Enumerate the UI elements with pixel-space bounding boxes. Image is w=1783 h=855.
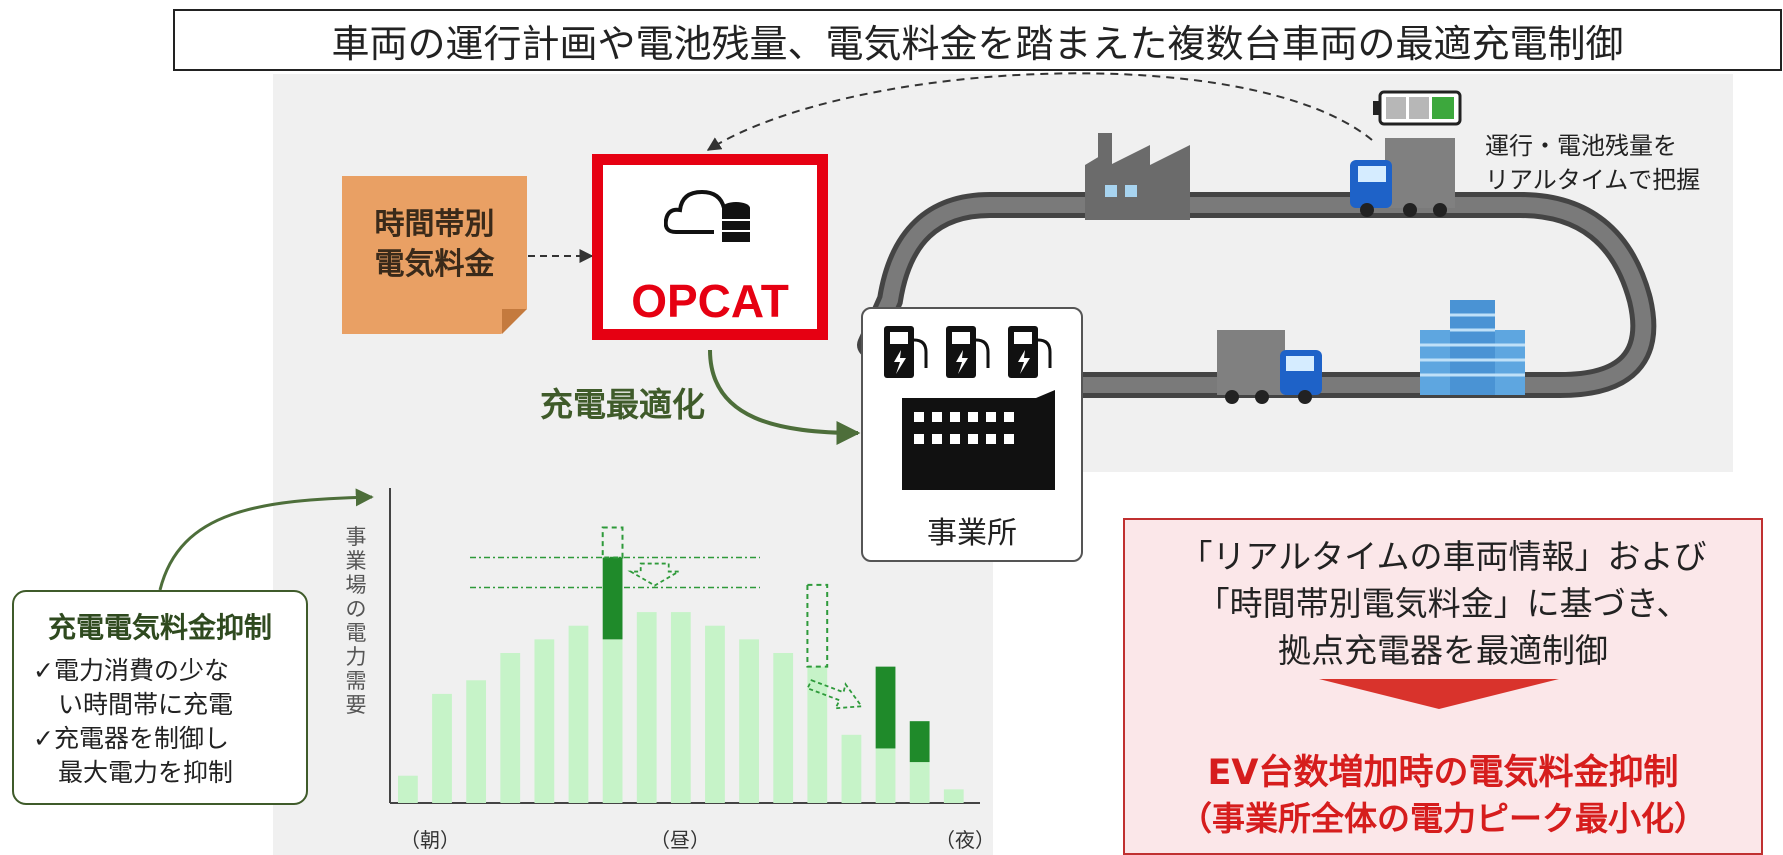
bar-base: [602, 639, 623, 803]
ev-charger-icon: [884, 326, 928, 378]
bar-added-charging: [875, 666, 896, 749]
opcat-box: [592, 154, 828, 340]
bar-base: [670, 612, 691, 803]
load-shift-arrow: [806, 679, 864, 710]
bar-added-charging: [602, 557, 623, 640]
result-subline: （事業所全体の電力ピーク最小化）: [1179, 799, 1707, 838]
bar-base: [841, 734, 862, 803]
page-title: 車両の運行計画や電池残量、電気料金を踏まえた複数台車両の最適充電制御: [331, 21, 1624, 66]
optimization-arrow: [708, 349, 861, 445]
bar-peak-cut-outline: [601, 526, 624, 559]
office-building-icon: [902, 390, 1055, 490]
side-note-box: [12, 590, 308, 805]
side-note-title: 充電電気料金抑制: [47, 611, 272, 644]
ev-charger-icon: [1008, 326, 1052, 378]
truck-icon: [1217, 330, 1322, 404]
battery-icon: [1373, 90, 1462, 126]
price-input-note: [342, 176, 527, 334]
peak-reduction-arrow: [627, 562, 683, 587]
price-input-label: 時間帯別 電気料金: [374, 207, 495, 282]
bar-base: [466, 680, 487, 803]
bar-base: [432, 693, 452, 803]
bar-base: [943, 789, 964, 803]
bar-base: [636, 612, 657, 803]
office-icons: [884, 326, 1055, 490]
realtime-note: 運行・電池残量を リアルタイムで把握: [1485, 132, 1701, 194]
opcat-label: OPCAT: [631, 275, 789, 327]
ev-charger-icon: [946, 326, 990, 378]
bar-base: [500, 653, 521, 803]
bar-added-charging: [909, 721, 930, 763]
sidebox-to-chart-arrow: [158, 488, 374, 591]
office-label: 事業所: [927, 516, 1017, 551]
side-note-body: ✓電力消費の少な い時間帯に充電 ✓充電器を制御し 最大電力を抑制: [33, 656, 234, 787]
optimization-label: 充電最適化: [540, 385, 705, 424]
truck-icon: [1350, 138, 1455, 217]
bar-shifted-outline: [806, 583, 829, 668]
cloud-database-icon: [664, 189, 750, 242]
title-box: 車両の運行計画や電池残量、電気料金を踏まえた複数台車両の最適充電制御: [173, 9, 1782, 71]
building-icon: [1420, 300, 1525, 395]
x-label-noon: （昼）: [650, 828, 710, 852]
x-label-morning: （朝）: [400, 828, 460, 852]
result-headline: EV台数増加時の電気料金抑制: [1207, 753, 1679, 793]
bar-base: [739, 639, 759, 803]
telemetry-arrow: [706, 72, 1373, 151]
summary-text: 「リアルタイムの車両情報」および 「時間帯別電気料金」に基づき、 拠点充電器を最…: [1179, 537, 1707, 670]
bar-base: [807, 666, 828, 803]
factory-icon: [1085, 133, 1190, 220]
bar-base: [909, 762, 930, 803]
bar-base: [705, 625, 725, 803]
bar-base: [568, 625, 589, 803]
bar-base: [875, 748, 896, 803]
bar-base: [398, 775, 418, 803]
chart-y-label: 事 業 場 の 電 力 需 要: [345, 525, 367, 717]
x-label-night: （夜）: [935, 828, 995, 852]
bar-base: [773, 653, 794, 803]
bar-base: [534, 639, 555, 803]
